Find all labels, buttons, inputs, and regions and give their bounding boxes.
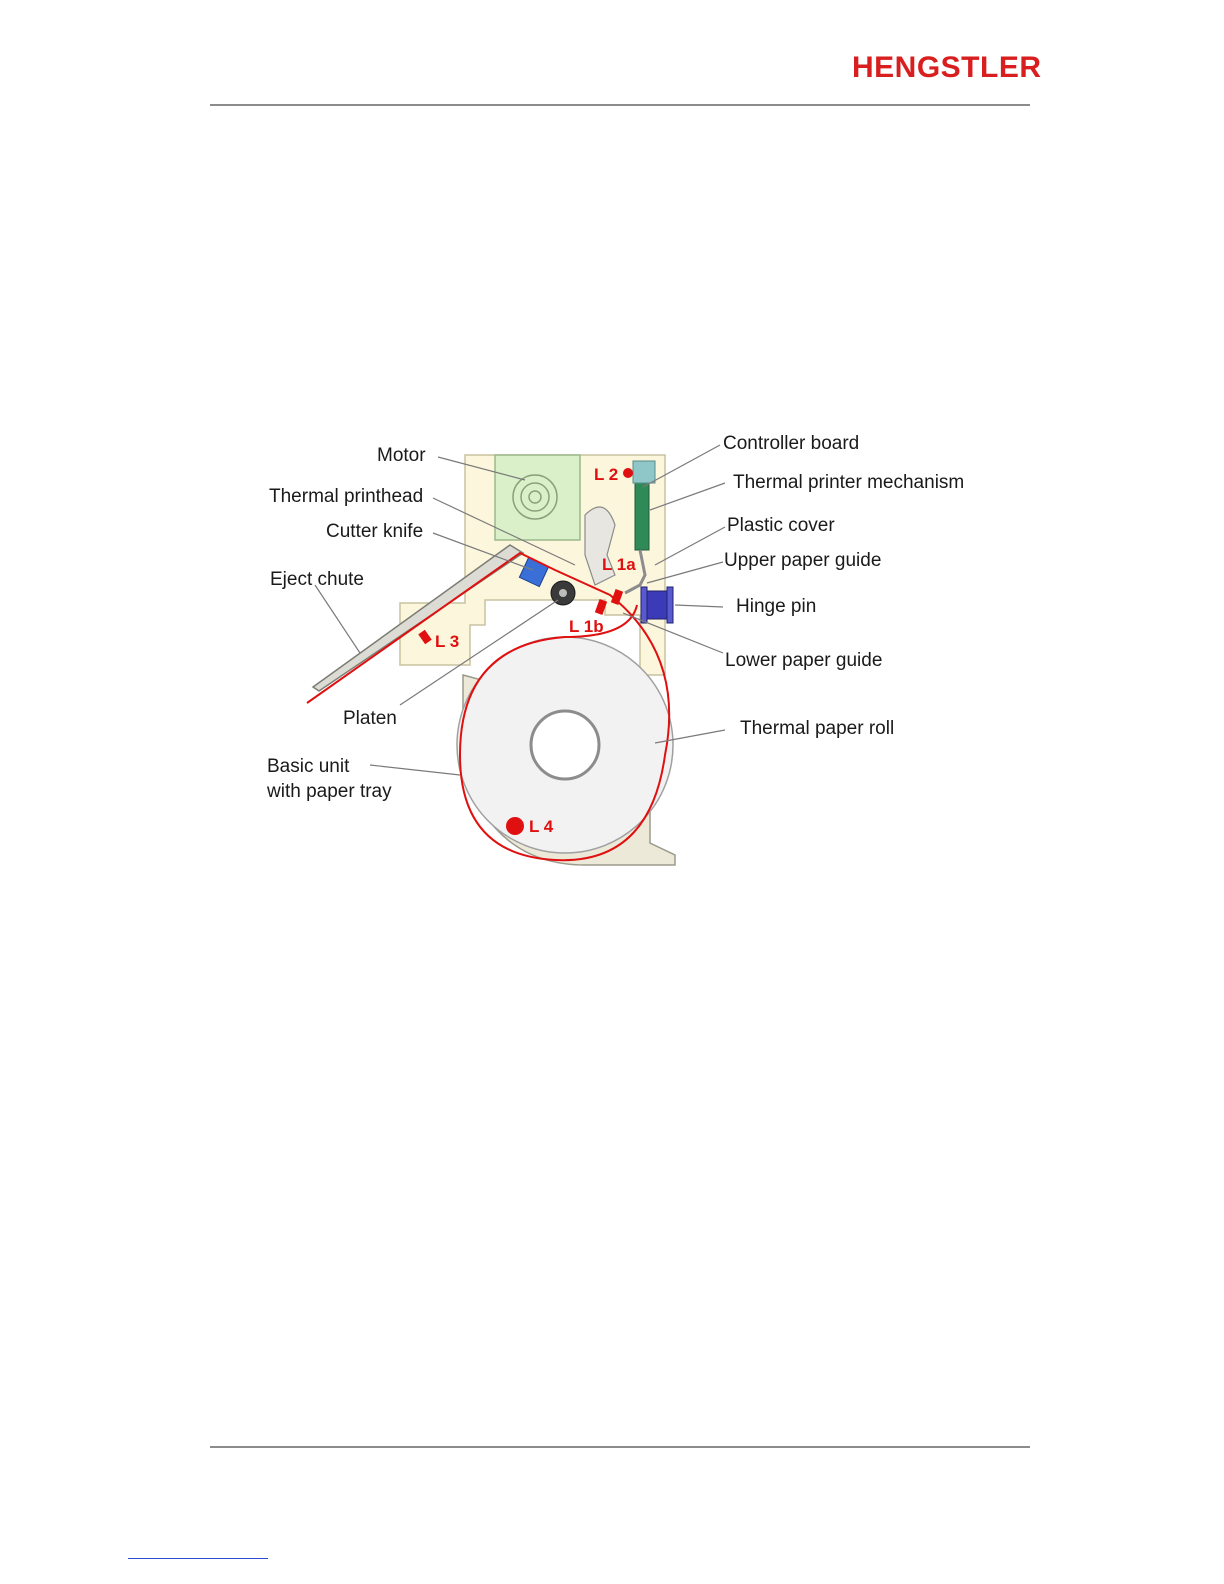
paper-roll-core [531,711,599,779]
label-upper-paper-guide: Upper paper guide [724,550,881,572]
leader-eject [315,585,360,653]
sensor-l2-marker [623,468,633,478]
label-basic-unit-line2: with paper tray [267,781,392,803]
footer-divider [210,1446,1030,1448]
header-divider [210,104,1030,106]
tag-l2: L 2 [594,465,618,485]
label-thermal-paper-roll: Thermal paper roll [740,718,894,740]
label-hinge-pin: Hinge pin [736,596,816,618]
printer-diagram: Motor Controller board Thermal printer m… [255,425,995,890]
label-cutter-knife: Cutter knife [326,521,423,543]
tag-l1b: L 1b [569,617,604,637]
tag-l3: L 3 [435,632,459,652]
sensor-l4-marker [506,817,524,835]
hinge-pin [641,587,673,623]
motor-body [495,455,580,540]
label-lower-paper-guide: Lower paper guide [725,650,882,672]
leader-hinge [675,605,723,607]
label-thermal-printer-mechanism: Thermal printer mechanism [733,472,964,494]
label-controller-board: Controller board [723,433,859,455]
label-thermal-printhead: Thermal printhead [269,486,423,508]
hengstler-logo: HENGSTLER [852,52,1032,84]
label-motor: Motor [377,445,426,467]
label-eject-chute: Eject chute [270,569,364,591]
tag-l4: L 4 [529,817,553,837]
label-plastic-cover: Plastic cover [727,515,835,537]
label-platen: Platen [343,708,397,730]
leader-basic-unit [370,765,460,775]
tag-l1a: L 1a [602,555,636,575]
footer-link-underline[interactable] [128,1558,268,1559]
label-basic-unit-line1: Basic unit [267,756,349,778]
